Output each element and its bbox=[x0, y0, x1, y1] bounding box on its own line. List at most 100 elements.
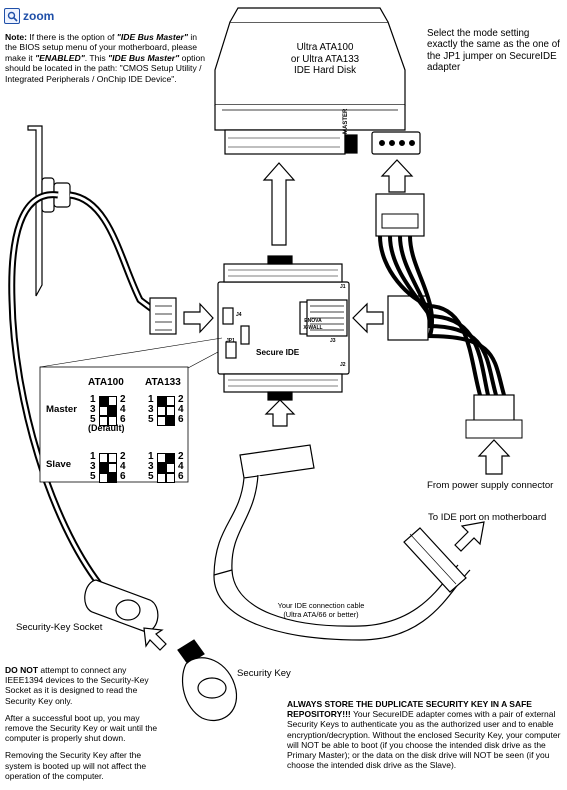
pin-number-right: 6 bbox=[120, 471, 126, 482]
zoom-label: zoom bbox=[23, 9, 55, 23]
col-ata133: ATA133 bbox=[145, 377, 181, 388]
magnifier-icon bbox=[4, 8, 20, 24]
pin-number-right: 6 bbox=[120, 414, 126, 425]
warning-p2: After a successful boot up, you may remo… bbox=[5, 712, 158, 744]
note-enabled: "ENABLED" bbox=[35, 52, 85, 63]
pin-number-right: 2 bbox=[120, 394, 126, 405]
jumper-pin bbox=[108, 396, 117, 406]
jumper-pin bbox=[99, 463, 108, 473]
storage-text: Your SecureIDE adapter comes with a pair… bbox=[287, 709, 561, 771]
row-slave: Slave bbox=[46, 459, 72, 470]
pin-number-left: 3 bbox=[148, 461, 154, 472]
jumper-pin bbox=[108, 453, 117, 463]
pin-number-right: 6 bbox=[178, 471, 184, 482]
arrow-up-from-power bbox=[477, 439, 511, 475]
bios-note: Note: If there is the option of "IDE Bus… bbox=[5, 32, 210, 84]
storage-bold: ALWAYS STORE THE DUPLICATE SECURITY KEY … bbox=[287, 699, 532, 720]
cable-line-2: (Ultra ATA/66 or better) bbox=[283, 610, 359, 619]
pin-number-left: 5 bbox=[90, 471, 96, 482]
chip-label: ENOVA X-WALL bbox=[300, 318, 326, 332]
hdd-line-2: or Ultra ATA133 bbox=[290, 53, 360, 65]
warning-p1: DO NOT attempt to connect any IEEE1394 d… bbox=[5, 665, 165, 706]
chip-line-1: ENOVA bbox=[304, 318, 322, 324]
note-option-2: "IDE Bus Master" bbox=[108, 52, 180, 63]
pin-number-left: 5 bbox=[148, 471, 154, 482]
col-ata100: ATA100 bbox=[88, 377, 124, 388]
key-label: Security Key bbox=[237, 668, 291, 679]
j2-label: J2 bbox=[340, 362, 346, 368]
warning-bold: DO NOT bbox=[5, 665, 39, 675]
pin-number-left: 1 bbox=[148, 394, 154, 405]
jumper-pin bbox=[157, 396, 166, 406]
jumper-pin bbox=[166, 453, 175, 463]
pin-number-left: 1 bbox=[148, 451, 154, 462]
power-wires bbox=[378, 235, 506, 396]
row-master: Master bbox=[46, 404, 77, 415]
pin-number-left: 3 bbox=[148, 404, 154, 415]
pin-number-right: 2 bbox=[178, 394, 184, 405]
jumper-pin bbox=[108, 473, 117, 483]
ribbon-cable bbox=[213, 444, 471, 641]
socket-label: Security-Key Socket bbox=[16, 622, 103, 633]
note-t2: in the BIOS setup menu of your motherboa… bbox=[5, 32, 198, 63]
jp1-label: JP1 bbox=[226, 338, 235, 344]
security-key-socket bbox=[84, 579, 159, 633]
hdd-line-1: Ultra ATA100 bbox=[296, 42, 354, 53]
j3-label: J3 bbox=[330, 338, 336, 344]
secure-ide-board bbox=[217, 255, 350, 401]
security-key bbox=[177, 639, 238, 722]
storage-notice: ALWAYS STORE THE DUPLICATE SECURITY KEY … bbox=[287, 699, 561, 770]
jumper-pin bbox=[166, 463, 175, 473]
note-lead: Note: bbox=[5, 32, 27, 42]
pin-number-right: 2 bbox=[178, 451, 184, 462]
jumper-pin bbox=[157, 453, 166, 463]
cable-label: Your IDE connection cable (Ultra ATA/66 … bbox=[276, 601, 366, 619]
warning-text: DO NOT attempt to connect any IEEE1394 d… bbox=[5, 665, 165, 788]
jumper-pin bbox=[108, 406, 117, 416]
arrow-to-socket bbox=[143, 627, 167, 651]
jumper-pin bbox=[166, 473, 175, 483]
jumper-pin bbox=[157, 473, 166, 483]
pin-number-left: 3 bbox=[90, 404, 96, 415]
pin-number-left: 5 bbox=[148, 414, 154, 425]
jumper-pin bbox=[99, 406, 108, 416]
note-t3: . This bbox=[84, 52, 109, 63]
pin-number-right: 6 bbox=[178, 414, 184, 425]
arrow-right-to-board bbox=[183, 302, 214, 334]
pin-number-right: 4 bbox=[178, 404, 184, 415]
warning-p3: Removing the Security Key after the syst… bbox=[5, 750, 147, 781]
pin-number-right: 2 bbox=[120, 451, 126, 462]
jumper-pin bbox=[157, 416, 166, 426]
jumper-pin bbox=[166, 416, 175, 426]
jumper-pin bbox=[108, 463, 117, 473]
master-label: MASTER bbox=[343, 108, 349, 134]
pin-number-right: 4 bbox=[178, 461, 184, 472]
pin-number-left: 5 bbox=[90, 414, 96, 425]
jumper-pin bbox=[99, 396, 108, 406]
jumper-block: 1 2 3 4 5 6 bbox=[148, 395, 194, 427]
header-plug bbox=[149, 297, 177, 335]
jumper-block: 1 2 3 4 5 6 bbox=[148, 452, 194, 484]
pci-bracket bbox=[27, 125, 71, 297]
pin-number-left: 1 bbox=[90, 451, 96, 462]
hdd-line-3: IDE Hard Disk bbox=[293, 65, 357, 77]
board-title: Secure IDE bbox=[256, 348, 300, 357]
header-cable bbox=[69, 191, 163, 318]
ide-port-label: To IDE port on motherboard bbox=[428, 512, 547, 523]
jumper-pin bbox=[99, 416, 108, 426]
jumper-instruction: Select the mode setting exactly the same… bbox=[427, 28, 560, 74]
pin-number-right: 4 bbox=[120, 404, 126, 415]
jumper-pin bbox=[166, 396, 175, 406]
zoom-button[interactable]: zoom bbox=[4, 7, 54, 25]
note-t4: option should be located in the path: "C… bbox=[5, 52, 206, 84]
warning-p1-text: attempt to connect any IEEE1394 devices … bbox=[5, 665, 149, 706]
default-label: (Default) bbox=[88, 423, 125, 433]
hdd-label: Ultra ATA100 or Ultra ATA133 IDE Hard Di… bbox=[270, 42, 380, 77]
cable-line-1: Your IDE connection cable bbox=[277, 601, 365, 610]
jumper-pin bbox=[157, 406, 166, 416]
note-t1: If there is the option of bbox=[26, 32, 117, 42]
jumper-pin bbox=[157, 463, 166, 473]
